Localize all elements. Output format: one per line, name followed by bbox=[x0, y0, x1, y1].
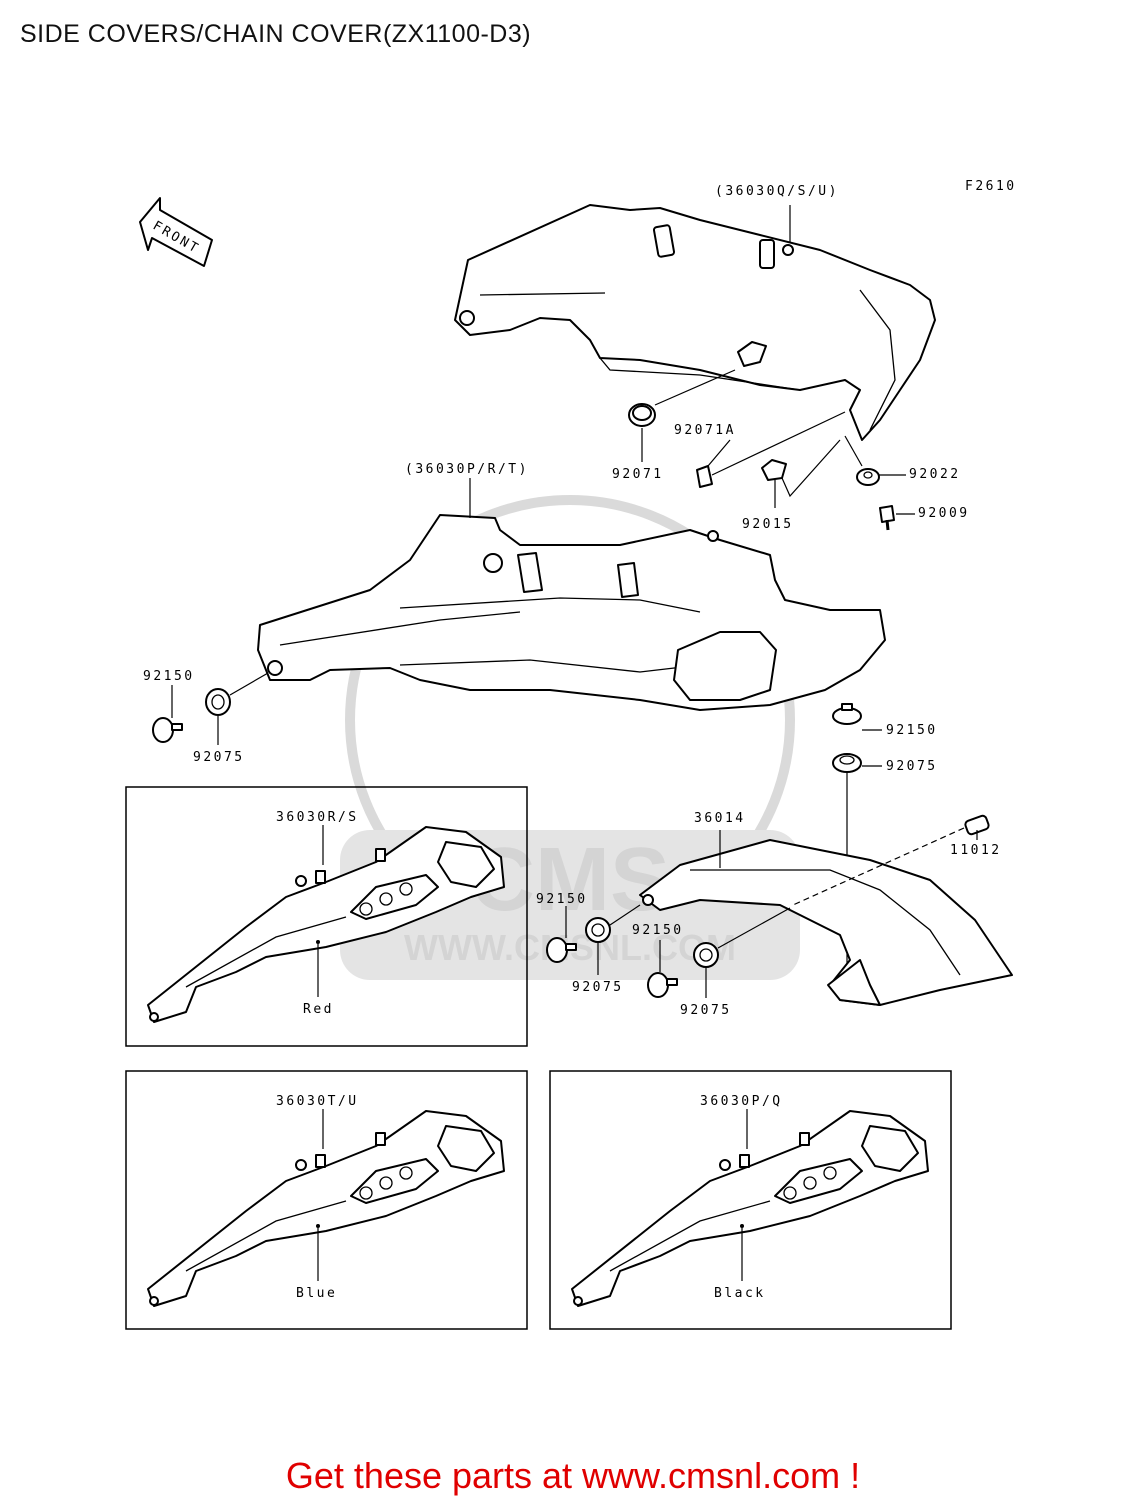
variant-part: 36030T/U bbox=[276, 1094, 359, 1109]
grommet-92071 bbox=[628, 403, 656, 427]
grommet-92075-left bbox=[205, 688, 231, 716]
clip-92071a bbox=[696, 465, 713, 488]
variant-color: Black bbox=[714, 1286, 766, 1301]
lower-side-cover bbox=[257, 514, 886, 711]
label-92075-left: 92075 bbox=[193, 750, 245, 765]
variant-color: Red bbox=[303, 1002, 334, 1017]
collar-11012 bbox=[964, 814, 990, 836]
grommet-92075-c1 bbox=[585, 917, 611, 943]
label-92150-left: 92150 bbox=[143, 669, 195, 684]
variant-part: 36030P/Q bbox=[700, 1094, 783, 1109]
label-92071: 92071 bbox=[612, 467, 664, 482]
variant-box-blue: 36030T/U Blue bbox=[125, 1070, 528, 1330]
label-92009: 92009 bbox=[918, 506, 970, 521]
bolt-92009 bbox=[879, 505, 895, 531]
screw-92150-left bbox=[152, 717, 183, 743]
variant-part: 36030R/S bbox=[276, 810, 359, 825]
label-11012: 11012 bbox=[950, 843, 1002, 858]
variant-color: Blue bbox=[296, 1286, 337, 1301]
label-lower-cover: (36030P/R/T) bbox=[405, 462, 529, 477]
front-arrow-icon: FRONT bbox=[139, 197, 213, 267]
label-92150-c2: 92150 bbox=[632, 923, 684, 938]
label-92150-right: 92150 bbox=[886, 723, 938, 738]
label-92075-c2: 92075 bbox=[680, 1003, 732, 1018]
chain-cover-36014 bbox=[639, 839, 1013, 1006]
label-upper-cover: (36030Q/S/U) bbox=[715, 184, 839, 199]
label-92071a: 92071A bbox=[674, 423, 736, 438]
screw-92150-right bbox=[832, 703, 862, 725]
label-92075-c1: 92075 bbox=[572, 980, 624, 995]
label-36014: 36014 bbox=[694, 811, 746, 826]
nut-92015 bbox=[761, 459, 787, 481]
label-92015: 92015 bbox=[742, 517, 794, 532]
variant-box-black: 36030P/Q Black bbox=[549, 1070, 952, 1330]
screw-92150-c2 bbox=[647, 972, 678, 998]
screw-92150-c1 bbox=[546, 937, 577, 963]
label-92075-right: 92075 bbox=[886, 759, 938, 774]
grommet-92075-right bbox=[832, 753, 862, 773]
page-title: SIDE COVERS/CHAIN COVER(ZX1100-D3) bbox=[20, 20, 532, 48]
upper-side-cover bbox=[454, 204, 936, 441]
grommet-92075-c2 bbox=[693, 942, 719, 968]
variant-box-red: 36030R/S Red bbox=[125, 786, 528, 1047]
label-92150-c1: 92150 bbox=[536, 892, 588, 907]
promo-footer-link[interactable]: Get these parts at www.cmsnl.com ! bbox=[285, 1455, 861, 1496]
label-92022: 92022 bbox=[909, 467, 961, 482]
figure-code: F2610 bbox=[965, 179, 1017, 194]
washer-92022 bbox=[856, 468, 880, 486]
